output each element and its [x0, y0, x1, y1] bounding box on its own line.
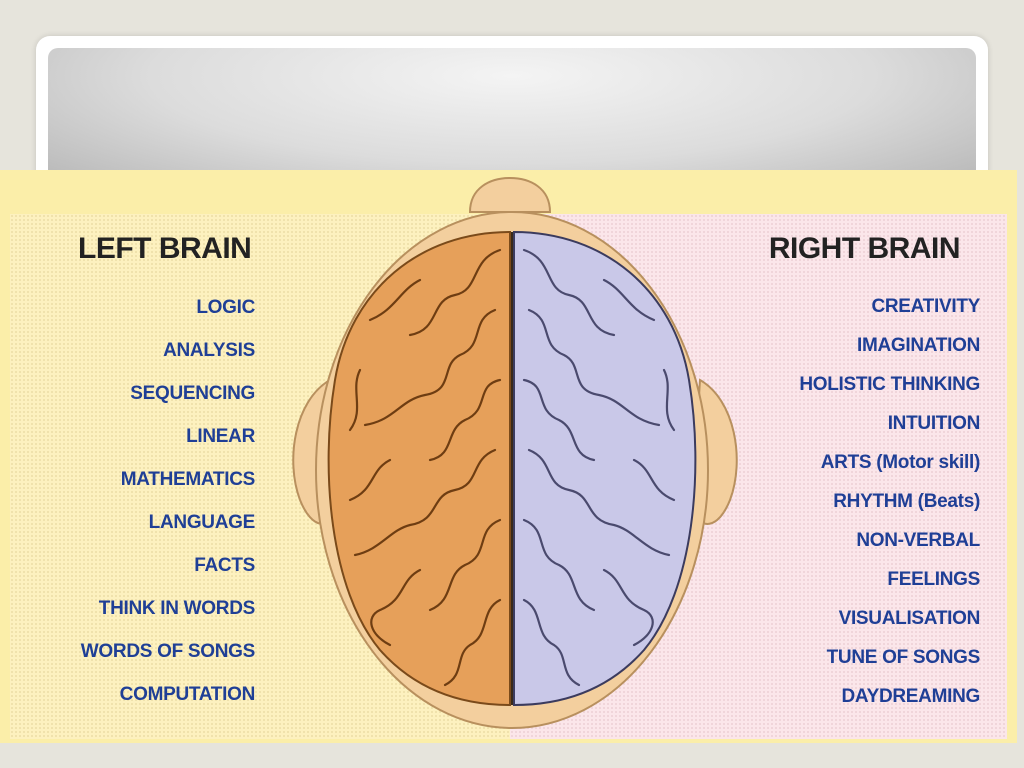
- left-brain-title: LEFT BRAIN: [78, 232, 252, 265]
- left-trait: LINEAR: [186, 426, 255, 447]
- right-brain-title: RIGHT BRAIN: [768, 232, 961, 265]
- right-trait: NON-VERBAL: [856, 530, 980, 551]
- right-trait: FEELINGS: [887, 569, 980, 590]
- right-trait: DAYDREAMING: [841, 686, 980, 707]
- left-gyri: [348, 248, 502, 687]
- right-trait: INTUITION: [887, 413, 981, 434]
- nose: [468, 176, 552, 213]
- right-gyri: [522, 248, 676, 687]
- right-trait: VISUALISATION: [838, 608, 981, 629]
- right-trait: IMAGINATION: [856, 335, 980, 356]
- right-trait: RHYTHM (Beats): [833, 491, 980, 512]
- left-trait: WORDS OF SONGS: [80, 641, 256, 662]
- brain-illustration: [292, 176, 738, 729]
- right-trait: HOLISTIC THINKING: [799, 374, 980, 395]
- brain-diagram: LEFT BRAIN RIGHT BRAIN LOGIC ANALYSIS SE…: [0, 170, 1017, 743]
- left-trait: ANALYSIS: [163, 340, 255, 361]
- left-hemisphere: [327, 230, 511, 707]
- right-hemisphere: [513, 230, 697, 707]
- left-trait: SEQUENCING: [130, 383, 255, 404]
- left-trait: COMPUTATION: [119, 684, 256, 705]
- slide-title-area: [48, 48, 976, 188]
- left-trait: LOGIC: [196, 297, 255, 318]
- right-trait: CREATIVITY: [871, 296, 980, 317]
- right-trait: TUNE OF SONGS: [826, 647, 981, 668]
- left-trait: LANGUAGE: [148, 512, 256, 533]
- left-trait: MATHEMATICS: [120, 469, 256, 490]
- left-trait: FACTS: [194, 555, 255, 576]
- left-trait: THINK IN WORDS: [98, 598, 256, 619]
- right-trait: ARTS (Motor skill): [820, 452, 981, 473]
